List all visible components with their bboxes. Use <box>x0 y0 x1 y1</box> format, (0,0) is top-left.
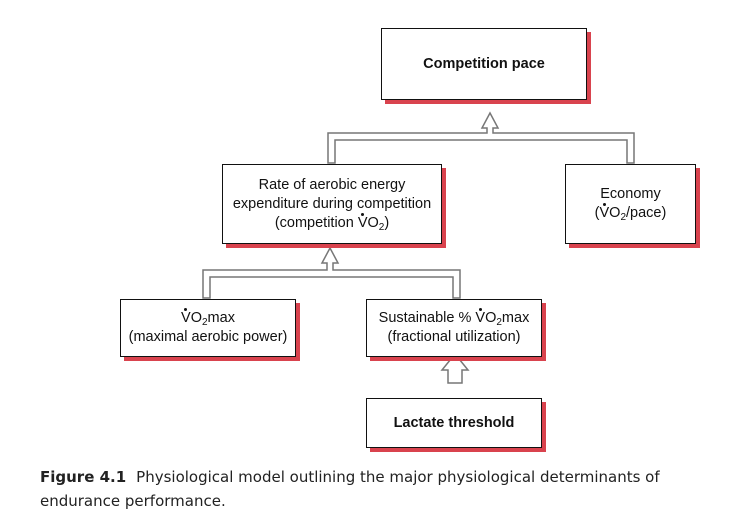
subscript: 2 <box>378 221 385 233</box>
economy-line-1: Economy <box>600 186 661 202</box>
node-lactate-threshold: Lactate threshold <box>366 398 542 448</box>
oxygen-symbol: O <box>485 310 497 326</box>
v-dot-symbol: V <box>181 308 191 326</box>
connector-arrow-to-aerobic-expenditure <box>202 246 461 299</box>
node-aerobic-expenditure: Rate of aerobic energy expenditure durin… <box>222 164 442 244</box>
node-vo2max: VO2max (maximal aerobic power) <box>120 299 296 357</box>
vo2max-line-2: (maximal aerobic power) <box>128 329 288 345</box>
node-lactate-threshold-label: Lactate threshold <box>393 414 515 431</box>
economy-line-2-suffix: /pace) <box>626 205 667 221</box>
oxygen-symbol: O <box>609 205 621 221</box>
aerobic-line-3-prefix: (competition <box>274 214 358 231</box>
aerobic-line-3-suffix: ) <box>384 214 390 231</box>
oxygen-symbol: O <box>190 310 202 326</box>
aerobic-line-3: (competition VO2) <box>274 212 390 233</box>
node-competition-pace-label: Competition pace <box>423 55 545 72</box>
v-dot-symbol: V <box>599 203 610 221</box>
connector-arrow-to-competition-pace <box>327 111 635 164</box>
node-competition-pace: Competition pace <box>381 28 587 100</box>
node-sustainable-vo2max: Sustainable % VO2max (fractional utiliza… <box>366 299 542 357</box>
vo2max-line-1: VO2max <box>181 308 235 328</box>
sustainable-line-2: (fractional utilization) <box>387 329 521 345</box>
sustainable-line-1-prefix: Sustainable % <box>378 310 476 326</box>
subscript: 2 <box>620 212 627 223</box>
sustainable-line-1-suffix: max <box>501 310 530 326</box>
economy-line-2: (VO2/pace) <box>594 203 667 223</box>
node-economy: Economy (VO2/pace) <box>565 164 696 244</box>
subscript: 2 <box>201 317 208 328</box>
aerobic-line-1: Rate of aerobic energy <box>258 176 406 193</box>
v-dot-symbol: V <box>357 212 368 231</box>
oxygen-symbol: O <box>367 214 379 231</box>
connector-arrow-to-sustainable <box>440 352 470 384</box>
sustainable-line-1: Sustainable % VO2max <box>378 308 530 328</box>
figure-caption-text: Physiological model outlining the major … <box>40 468 660 510</box>
vo2max-line-1-suffix: max <box>207 310 235 326</box>
subscript: 2 <box>496 317 502 328</box>
aerobic-line-2: expenditure during competition <box>232 195 432 212</box>
economy-line-2-prefix: ( <box>594 205 600 221</box>
figure-label: Figure 4.1 <box>40 468 127 486</box>
connector-layer <box>202 111 635 384</box>
v-dot-symbol: V <box>475 308 486 326</box>
